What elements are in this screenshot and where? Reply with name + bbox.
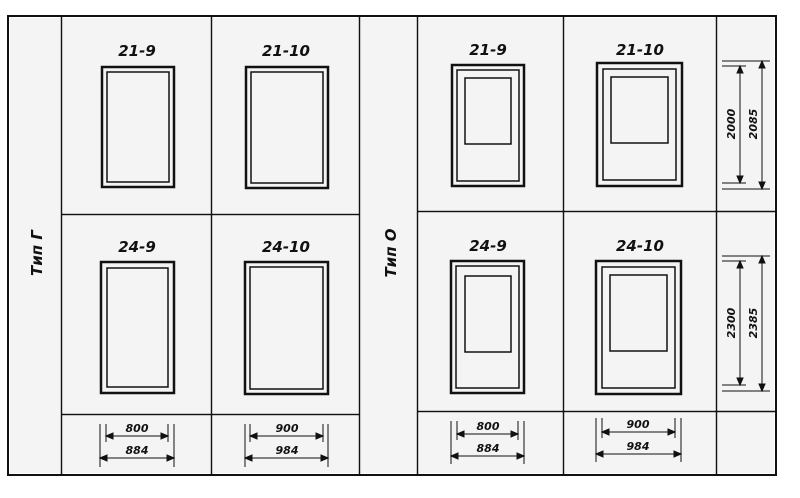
grid-lines [7, 15, 777, 476]
door-o-21-10 [595, 61, 684, 188]
width-clear-o-1: 800 [477, 420, 500, 433]
height-overall-2: 2385 [747, 307, 760, 338]
door-label-o-21-9: 21-9 [469, 41, 507, 59]
door-g-21-9 [100, 65, 176, 189]
glazing-panel-icon [609, 274, 668, 352]
door-label-g-24-9: 24-9 [118, 238, 156, 256]
width-overall-o-2: 984 [627, 440, 650, 453]
door-o-21-9 [450, 63, 526, 188]
width-dim-g-900mm-door [98, 424, 176, 467]
table-grid [10, 18, 774, 473]
width-dim-g-1000mm-door [243, 424, 330, 467]
glazing-panel-icon [464, 275, 512, 353]
door-label-g-21-9: 21-9 [118, 42, 156, 60]
door-label-o-24-10: 24-10 [616, 237, 664, 255]
door-label-o-24-9: 24-9 [469, 237, 507, 255]
door-o-24-9 [449, 259, 526, 395]
height-clear-2: 2300 [725, 307, 738, 338]
width-dim-o-1000mm-door [594, 418, 683, 462]
door-g-24-9 [99, 260, 176, 395]
width-clear-o-2: 900 [627, 418, 650, 431]
width-dim-o-900mm-door [449, 421, 526, 464]
width-overall-o-1: 884 [477, 442, 500, 455]
width-overall-g-1: 884 [126, 444, 149, 457]
door-o-24-10 [594, 259, 683, 396]
height-dim-2400-doors [722, 254, 770, 393]
type-g-label: Тип Г [28, 229, 46, 276]
height-clear-1: 2000 [725, 108, 738, 139]
door-label-g-21-10: 21-10 [262, 42, 310, 60]
glazing-panel-icon [610, 76, 669, 144]
height-overall-1: 2085 [747, 108, 760, 139]
door-label-o-21-10: 21-10 [616, 41, 664, 59]
door-g-21-10 [244, 65, 330, 190]
type-o-label: Тип О [382, 228, 400, 277]
width-clear-g-2: 900 [276, 422, 299, 435]
door-label-g-24-10: 24-10 [262, 238, 310, 256]
height-dim-2100-doors [722, 59, 770, 191]
width-overall-g-2: 984 [276, 444, 299, 457]
width-clear-g-1: 800 [126, 422, 149, 435]
door-g-24-10 [243, 260, 330, 396]
glazing-panel-icon [464, 77, 512, 145]
